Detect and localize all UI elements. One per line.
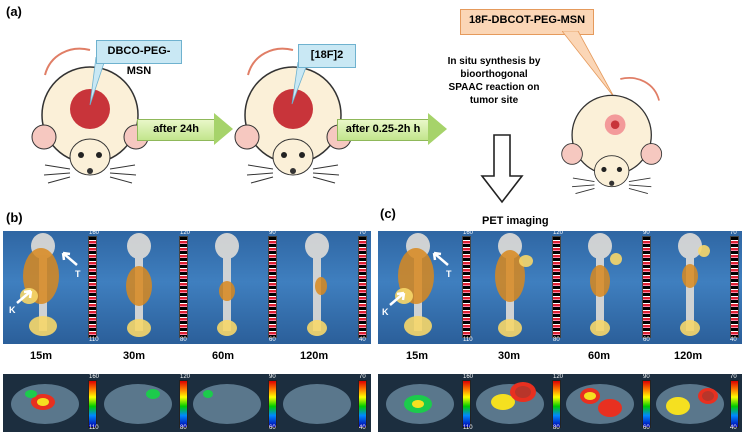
- colorbar-c-1: [462, 236, 471, 338]
- time-b-120m: 120m: [300, 350, 329, 362]
- mouse-icon-1: [31, 47, 149, 184]
- slice-colorbar-c-3: [642, 380, 651, 428]
- arrow-t-c-icon: [432, 251, 449, 266]
- time-c-30m: 30m: [498, 350, 521, 362]
- scb-b3-min: 60: [269, 425, 276, 431]
- arrow-k-c-icon: [389, 291, 406, 306]
- cb-b4-min: 40: [359, 337, 366, 343]
- cb-b1-max: 160: [89, 231, 100, 236]
- cb-c2-max: 120: [553, 231, 564, 236]
- scb-c1-min: 110: [463, 425, 473, 431]
- time-c-60m: 60m: [588, 350, 611, 362]
- scb-c1-max: 160: [463, 374, 474, 380]
- colorbar-c-4: [730, 236, 739, 338]
- time-b-60m: 60m: [212, 350, 235, 362]
- pet-scan-c: [395, 233, 710, 337]
- scb-b2-max: 120: [180, 374, 191, 380]
- tag-k-c: K: [382, 307, 389, 317]
- cb-c2-min: 80: [553, 337, 560, 343]
- slice-scan-c: [386, 382, 724, 424]
- scb-c2-max: 120: [553, 374, 564, 380]
- cb-b2-min: 80: [180, 337, 187, 343]
- tag-t-b: T: [75, 269, 81, 279]
- scb-b4-max: 70: [359, 374, 366, 380]
- slice-scan-b: [11, 384, 351, 424]
- callout-18f-2: [18F]2: [298, 44, 356, 68]
- scb-c3-max: 90: [643, 374, 650, 380]
- time-b-30m: 30m: [123, 350, 146, 362]
- cb-b3-min: 60: [269, 337, 276, 343]
- pet-images-c: 160 110 120 80 90 60 70 40 T K: [378, 231, 742, 344]
- cb-c1-min: 110: [463, 337, 473, 343]
- cb-b2-max: 120: [180, 231, 191, 236]
- callout-dbco-peg-msn: DBCO-PEG-MSN: [96, 40, 182, 77]
- slice-colorbar-c-1: [462, 380, 471, 428]
- pet-images-b: 160 110 120 80 90 60 70 40 T K: [3, 231, 371, 344]
- scb-b4-min: 40: [359, 425, 366, 431]
- arrow-k-b-icon: [16, 289, 33, 304]
- panel-a-label: (a): [6, 4, 22, 19]
- scb-c2-min: 80: [553, 425, 560, 431]
- slice-images-b: 160 110 120 80 90 60 70 40: [3, 374, 371, 432]
- scb-c3-min: 60: [643, 425, 650, 431]
- cb-c4-max: 70: [730, 231, 737, 236]
- slice-colorbar-c-4: [730, 380, 739, 428]
- callout-18f-dbcot-peg-msn: 18F-DBCOT-PEG-MSN: [460, 9, 594, 35]
- cb-c3-min: 60: [643, 337, 650, 343]
- slice-colorbar-b-2: [179, 380, 188, 428]
- slice-colorbar-b-3: [268, 380, 277, 428]
- slice-images-c: 160 110 120 80 90 60 70 40: [378, 374, 742, 432]
- scb-b1-min: 110: [89, 425, 99, 431]
- colorbar-b-2: [179, 236, 188, 338]
- arrow-after-0-25-2h: after 0.25-2h h: [337, 113, 447, 145]
- scb-b2-min: 80: [180, 425, 187, 431]
- cb-c1-max: 160: [463, 231, 474, 236]
- slice-colorbar-b-4: [358, 380, 367, 428]
- mouse-icon-3: [561, 77, 663, 195]
- cb-c3-max: 90: [643, 231, 650, 236]
- colorbar-b-4: [358, 236, 367, 338]
- arrow-after-24h: after 24h: [137, 113, 233, 145]
- time-c-15m: 15m: [406, 350, 429, 362]
- pet-imaging-title: PET imaging: [482, 215, 549, 227]
- cb-b3-max: 90: [269, 231, 276, 236]
- arrow-t-b-icon: [61, 251, 78, 266]
- colorbar-c-2: [552, 236, 561, 338]
- reaction-description: In situ synthesis by bioorthogonal SPAAC…: [447, 56, 541, 106]
- cb-b4-max: 70: [359, 231, 366, 236]
- panel-c-label: (c): [380, 206, 396, 221]
- scb-b3-max: 90: [269, 374, 276, 380]
- tag-t-c: T: [446, 269, 452, 279]
- scb-c4-max: 70: [730, 374, 737, 380]
- panel-b-label: (b): [6, 210, 23, 225]
- colorbar-b-1: [88, 236, 97, 338]
- slice-colorbar-c-2: [552, 380, 561, 428]
- scb-b1-max: 160: [89, 374, 100, 380]
- tag-k-b: K: [9, 305, 16, 315]
- scb-c4-min: 40: [730, 425, 737, 431]
- cb-c4-min: 40: [730, 337, 737, 343]
- callout-pointer-3: [562, 31, 615, 98]
- slice-colorbar-b-1: [88, 380, 97, 428]
- pet-scan-b: [20, 233, 329, 337]
- callout-pointer-2: [291, 62, 309, 105]
- colorbar-b-3: [268, 236, 277, 338]
- colorbar-c-3: [642, 236, 651, 338]
- down-arrow-icon: [480, 134, 524, 204]
- time-b-15m: 15m: [30, 350, 53, 362]
- cb-b1-min: 110: [89, 337, 99, 343]
- time-c-120m: 120m: [674, 350, 703, 362]
- callout-pointer-1: [89, 57, 107, 106]
